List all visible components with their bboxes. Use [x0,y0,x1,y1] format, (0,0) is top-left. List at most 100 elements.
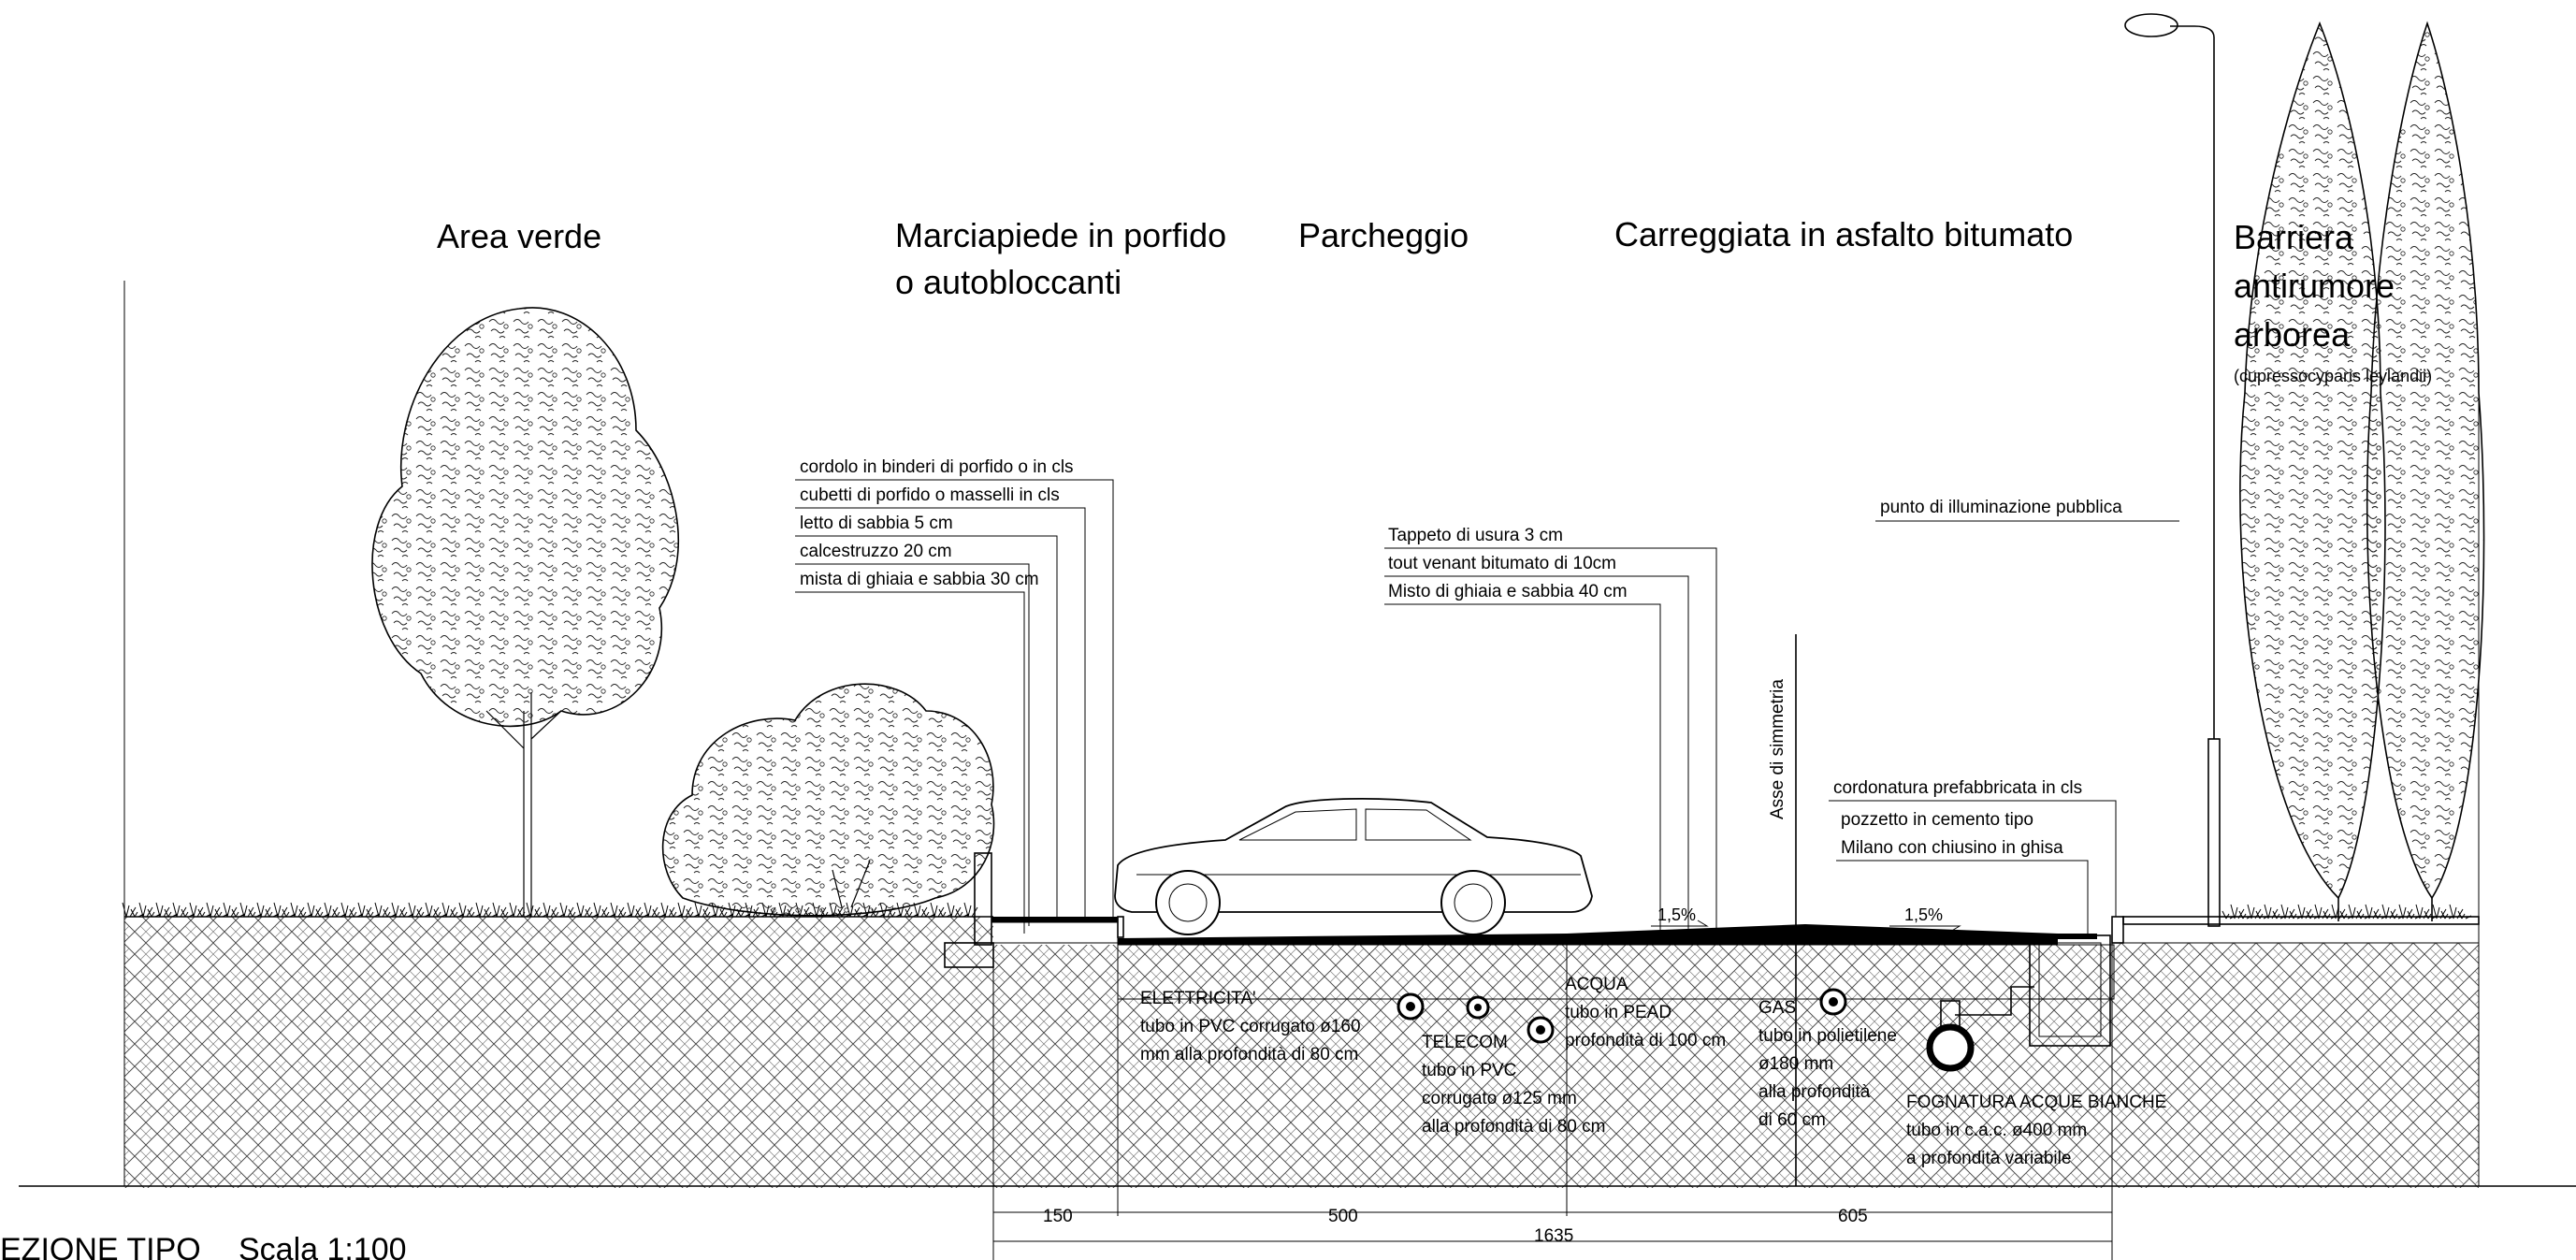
label-barriera-3: arborea [2234,315,2351,354]
fognatura-line-1: FOGNATURA ACQUE BIANCHE [1906,1093,2166,1112]
bush [661,683,995,917]
sidewalk-layer-5: mista di ghiaia e sabbia 30 cm [800,570,1039,589]
leader-2 [795,507,1086,919]
elettricita-line-1: ELETTRICITA' [1140,989,1256,1008]
acqua-line-2: tubo in PEAD [1565,1003,1672,1022]
ground [19,281,2576,1188]
leader-4 [795,563,1030,926]
acqua-line-3: profondità di 100 cm [1565,1031,1726,1050]
road-leader-2 [1384,575,1689,935]
manhole-cover [2043,934,2097,939]
manhole-leader [1836,860,2089,934]
tree-deciduous [371,307,679,917]
leader-5 [795,591,1025,934]
sidewalk-layer-3: letto di sabbia 5 cm [800,514,953,533]
road-asphalt [1118,924,2058,945]
label-area-verde: Area verde [437,217,601,255]
street-lamp [2124,13,2221,927]
soil-road [993,945,2114,1188]
label-axis: Asse di simmetria [1768,679,1787,819]
car-wheel-front [1155,870,1221,935]
gas-pipe-core [1829,997,1838,1007]
soil-left [124,917,993,1188]
utility-pipes [1397,988,1847,1044]
lamp-head [2124,13,2178,37]
sewer-riser [1940,1000,1961,1028]
label-curb: cordonatura prefabbricata in cls [1833,778,2082,798]
cypress-2 [2366,21,2485,900]
utility-labels: ELETTRICITA' tubo in PVC corrugato ø160 … [1140,975,2166,1168]
bush-crown [661,683,995,917]
lamp-arm [2170,25,2215,38]
right-curb [2111,916,2124,944]
label-barriera-species: (cupressocyparis leylandii) [2234,367,2432,385]
right-sidewalk-paving [2122,916,2480,925]
road-layer-2: tout venant bitumato di 10cm [1388,554,1616,573]
sidewalk-edge-curb [1117,916,1124,938]
label-barriera-2: antirumore [2234,267,2395,305]
sidewalk [944,852,1124,968]
label-marciapiede-1: Marciapiede in porfido [895,216,1226,254]
dim-1635: 1635 [1534,1226,1573,1246]
label-lighting: punto di illuminazione pubblica [1880,498,2122,517]
soil-right [2114,943,2479,1188]
slope-left: 1,5% [1657,905,1696,924]
manhole [1926,934,2111,1072]
dimensions: 150 500 605 1635 [992,1197,2113,1260]
elettricita-line-3: mm alla profondità di 80 cm [1140,1045,1358,1064]
label-parcheggio: Parcheggio [1298,216,1469,254]
sidewalk-layer-callouts: cordolo in binderi di porfido o in cls c… [795,457,1114,934]
leader-3 [795,535,1058,920]
lamp-pole-base [2207,738,2221,927]
telecom-line-3: corrugato ø125 mm [1422,1089,1577,1108]
dim-500: 500 [1328,1207,1358,1226]
label-carreggiata: Carreggiata in asfalto bitumato [1614,215,2073,253]
gas-line-4: alla profondità [1758,1082,1871,1102]
road-leader-1 [1384,547,1717,934]
label-marciapiede-2: o autobloccanti [895,263,1122,301]
manhole-inner [2038,942,2102,1037]
dim-605: 605 [1838,1207,1868,1226]
slope-right-arrow [1889,925,1961,933]
telecom-line-4: alla profondità di 80 cm [1422,1117,1605,1137]
label-manhole-1: pozzetto in cemento tipo [1841,810,2033,830]
bush-stems [832,860,871,908]
road [992,916,2480,1216]
road-layer-3: Misto di ghiaia e sabbia 40 cm [1388,582,1628,601]
gas-line-1: GAS [1758,998,1796,1018]
car-wheel-rear [1440,870,1506,935]
sewer-connection [1955,986,2034,1016]
car-hub-front [1168,883,1208,922]
telecom-line-1: TELECOM [1422,1033,1508,1052]
car-hub-rear [1454,883,1493,922]
road-layer-1: Tappeto di usura 3 cm [1388,526,1563,545]
sidewalk-layer-2: cubetti di porfido o masselli in cls [800,485,1060,505]
tree-crown [371,307,679,728]
car [1114,798,1593,935]
road-layer-callouts: Tappeto di usura 3 cm tout venant bituma… [1384,526,1717,945]
leader-1 [795,479,1114,919]
gas-line-3: ø180 mm [1758,1054,1833,1074]
electric-pipe-core [1406,1002,1415,1011]
sidewalk-layer-4: calcestruzzo 20 cm [800,542,952,561]
sidewalk-base [991,921,1119,944]
label-manhole-2: Milano con chiusino in ghisa [1841,838,2063,858]
cypress-1 [2239,21,2386,900]
cypress-trees [2239,21,2485,921]
tree-trunk [485,692,562,917]
road-leader-3 [1384,603,1661,945]
sidewalk-layer-1: cordolo in binderi di porfido o in cls [800,457,1074,477]
elettricita-line-2: tubo in PVC corrugato ø160 [1140,1017,1361,1036]
slope-right: 1,5% [1904,905,1943,924]
slope-left-arrow [1651,920,1709,927]
fognatura-line-3: a profondità variabile [1906,1149,2071,1168]
gas-line-2: tubo in polietilene [1758,1026,1897,1046]
dim-150: 150 [1043,1207,1073,1226]
telecom-pipe-core [1474,1004,1482,1011]
curb-leader [1829,800,2117,917]
sidewalk-paving [991,917,1118,922]
sewer-pipe [1926,1023,1975,1072]
water-pipe-core [1536,1025,1545,1035]
gas-line-5: di 60 cm [1758,1110,1826,1130]
